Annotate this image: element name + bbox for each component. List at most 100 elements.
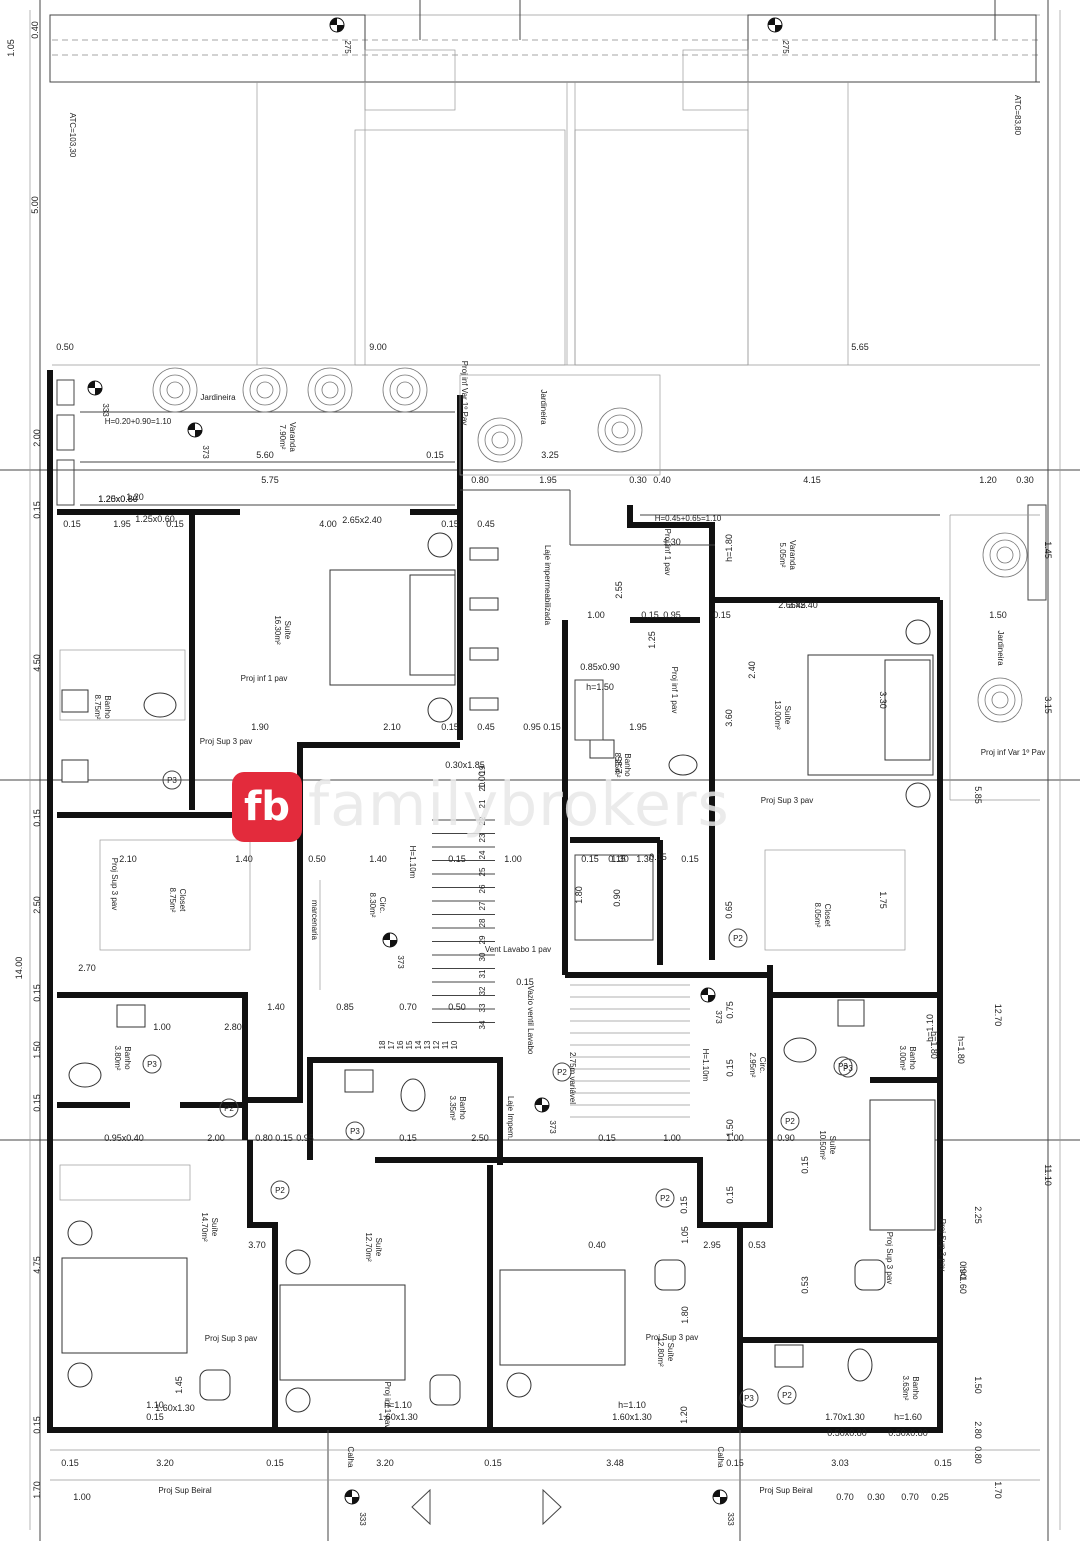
dim-misc: 0.50x0.80 xyxy=(827,1428,867,1438)
dim-misc: 2.80 xyxy=(973,1421,983,1439)
dim-right: 1.70 xyxy=(993,1481,1003,1499)
dim-misc: 1.50 xyxy=(725,1119,735,1137)
dim-misc: 0.15 xyxy=(441,519,459,529)
door-tag-circle xyxy=(777,1385,797,1405)
dim-misc: 0.53 xyxy=(748,1240,766,1250)
dim-left: 0.15 xyxy=(32,984,42,1002)
door-tag: P3 xyxy=(350,1127,360,1136)
stair-step-number: 28 xyxy=(478,918,487,927)
tree-symbol xyxy=(389,374,421,406)
dim-misc: 0.50x0.80 xyxy=(888,1428,928,1438)
dim-misc: 1.25 xyxy=(647,631,657,649)
dim-misc: 0.15 xyxy=(448,854,466,864)
stair-step-number: 33 xyxy=(478,1003,487,1012)
section-marker xyxy=(344,1489,360,1505)
door-tag-circle xyxy=(838,1058,858,1078)
dim-misc: 1.20x0.80 xyxy=(98,494,138,504)
dim-misc: 0.15 xyxy=(608,854,626,864)
plan-note: Calha xyxy=(716,1447,725,1468)
tree-symbol xyxy=(242,367,288,413)
dim-misc: 3.70 xyxy=(248,1240,266,1250)
dim-misc: 1.40 xyxy=(235,854,253,864)
dim-misc: 0.30x1.85 xyxy=(445,760,485,770)
plan-note: Proj Sup Beiral xyxy=(158,1486,212,1495)
stair-step-number: 11 xyxy=(441,1040,450,1049)
dim-misc: h=1.80 xyxy=(929,1031,939,1059)
dim-row2: 1.20 xyxy=(979,475,997,485)
dim-misc: 0.15 xyxy=(598,1133,616,1143)
plan-note: Proj Sup Beiral xyxy=(759,1486,813,1495)
dim-left: 2.00 xyxy=(32,429,42,447)
dim-misc: 0.95 xyxy=(523,722,541,732)
plan-note: Proj inf Var 1º Pav xyxy=(981,748,1046,757)
plan-note: ATC=103,30 xyxy=(68,113,77,158)
tree-symbol xyxy=(484,424,516,456)
door-tag: P2 xyxy=(785,1117,795,1126)
room-name: Banho xyxy=(103,695,112,719)
room-name: Banho xyxy=(458,1096,467,1120)
brand-logo: fb xyxy=(232,772,302,842)
dim-top: 0.50 xyxy=(56,342,74,352)
stair-step-number: 32 xyxy=(478,986,487,995)
slab-bars xyxy=(469,547,499,711)
dim-misc: 2.40 xyxy=(747,661,757,679)
door-tag: P2 xyxy=(660,1194,670,1203)
dim-misc: 1.30 xyxy=(636,854,654,864)
tree-symbol xyxy=(152,367,198,413)
dim-misc: 1.05 xyxy=(680,1226,690,1244)
dim-misc: 1.75 xyxy=(878,891,888,909)
plan-note: Proj Sup 3 pav xyxy=(646,1333,698,1342)
section-marker-label: 373 xyxy=(714,1010,723,1024)
dim-misc: 2.95 xyxy=(703,1240,721,1250)
tree-symbol xyxy=(321,381,339,399)
plan-note: Calha xyxy=(346,1447,355,1468)
stair-step-number: 26 xyxy=(478,884,487,893)
tree-symbol xyxy=(396,381,414,399)
room-area: 14.70m² xyxy=(200,1212,209,1242)
dim-bottom: 3.20 xyxy=(376,1458,394,1468)
dim-misc: 2.00 xyxy=(207,1133,225,1143)
dim-misc: 1.45 xyxy=(174,1376,184,1394)
dim-misc: 0.15 xyxy=(649,852,667,862)
dim-misc: 0.85 xyxy=(336,1002,354,1012)
dim-misc: h=1.10 xyxy=(384,1400,412,1410)
dim-right: 5.85 xyxy=(973,786,983,804)
dim-left: 1.50 xyxy=(32,1041,42,1059)
dim-misc: 0.40 xyxy=(588,1240,606,1250)
dim-misc: 0.15 xyxy=(441,722,459,732)
plan-note: H=1.10m xyxy=(701,1049,710,1082)
tree-symbol xyxy=(491,431,509,449)
room-name: Banho xyxy=(623,753,632,777)
door-tag-circle xyxy=(270,1180,290,1200)
room-area: 2.95m² xyxy=(748,1053,757,1078)
door-tag: P3 xyxy=(843,1064,853,1073)
room-area: 8.25m² xyxy=(613,753,622,778)
section-marker xyxy=(534,1097,550,1113)
dim-misc: 1.70x1.30 xyxy=(825,1412,865,1422)
room-name: Suíte xyxy=(828,1136,837,1155)
door-tag-circle xyxy=(739,1388,759,1408)
section-marker-label: 373 xyxy=(396,955,405,969)
dim-misc: h=1.10 xyxy=(618,1400,646,1410)
dim-misc: 1.30 xyxy=(611,854,629,864)
dim-top: 5.00 xyxy=(30,196,40,214)
section-markers xyxy=(87,17,783,1505)
tree-symbol xyxy=(611,421,629,439)
stair-step-number: 30 xyxy=(478,952,487,961)
dim-misc: 1.80 xyxy=(574,886,584,904)
door-tag: P2 xyxy=(557,1068,567,1077)
dim-left: 4.75 xyxy=(32,1256,42,1274)
plan-note: 2.75m variável xyxy=(568,1052,577,1104)
dim-row2: 1.95 xyxy=(539,475,557,485)
dim-bottom: 0.15 xyxy=(266,1458,284,1468)
stair-step-number: 20 xyxy=(478,782,487,791)
dim-row2: 3.25 xyxy=(541,450,559,460)
plan-note: marcenaria xyxy=(310,900,319,941)
room-name: Closet xyxy=(178,889,187,912)
stair-step-number: 34 xyxy=(478,1020,487,1029)
door-tag: P3 xyxy=(147,1060,157,1069)
plan-note: Proj Sup 3 pav xyxy=(761,796,813,805)
door-tag: P3 xyxy=(838,1062,848,1071)
stair-step-number: 27 xyxy=(478,901,487,910)
